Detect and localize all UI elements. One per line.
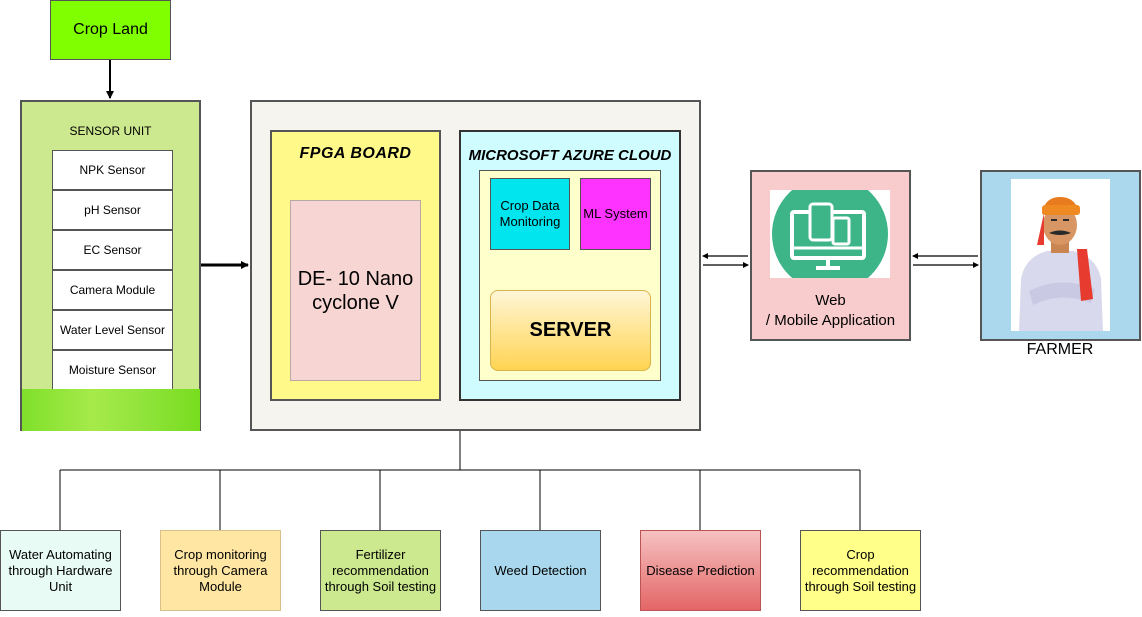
farmer-illustration [1011, 179, 1110, 331]
sensor-item-moisture: Moisture Sensor [52, 350, 173, 390]
crop-data-monitoring-label: Crop Data Monitoring [499, 198, 561, 229]
ml-system-node: ML System [580, 178, 651, 250]
de10-nano-label: DE- 10 Nano cyclone V [297, 267, 414, 314]
sensor-item-ec: EC Sensor [52, 230, 173, 270]
output-crop-recommendation: Crop recommendation through Soil testing [800, 530, 921, 611]
server-node: SERVER [490, 290, 651, 371]
output-weed-detection: Weed Detection [480, 530, 601, 611]
output-fertilizer-recommendation: Fertilizer recommendation through Soil t… [320, 530, 441, 611]
server-label: SERVER [529, 319, 612, 341]
azure-cloud-title: MICROSOFT AZURE CLOUD [468, 147, 672, 164]
sensor-item-water-level: Water Level Sensor [52, 310, 173, 350]
farmer-label: FARMER [1026, 341, 1094, 358]
output-water-automating: Water Automating through Hardware Unit [0, 530, 121, 611]
web-app-label: Web / Mobile Application [765, 292, 896, 329]
crop-land-label: Crop Land [73, 21, 148, 38]
output-crop-monitoring: Crop monitoring through Camera Module [160, 530, 281, 611]
fpga-board-title: FPGA BOARD [299, 145, 412, 162]
sensor-unit-node: SENSOR UNIT NPK Sensor pH Sensor EC Sens… [20, 100, 201, 431]
sensor-item-ph: pH Sensor [52, 190, 173, 230]
devices-icon [770, 176, 890, 292]
sensor-item-camera: Camera Module [52, 270, 173, 310]
ml-system-label: ML System [583, 206, 648, 221]
sensor-unit-title: SENSOR UNIT [69, 124, 152, 138]
output-disease-prediction: Disease Prediction [640, 530, 761, 611]
sensor-item-npk: NPK Sensor [52, 150, 173, 190]
crop-land-node: Crop Land [50, 0, 171, 60]
de10-nano-module: DE- 10 Nano cyclone V [290, 200, 421, 381]
sensor-unit-decoration [22, 389, 200, 431]
crop-data-monitoring-node: Crop Data Monitoring [490, 178, 570, 250]
